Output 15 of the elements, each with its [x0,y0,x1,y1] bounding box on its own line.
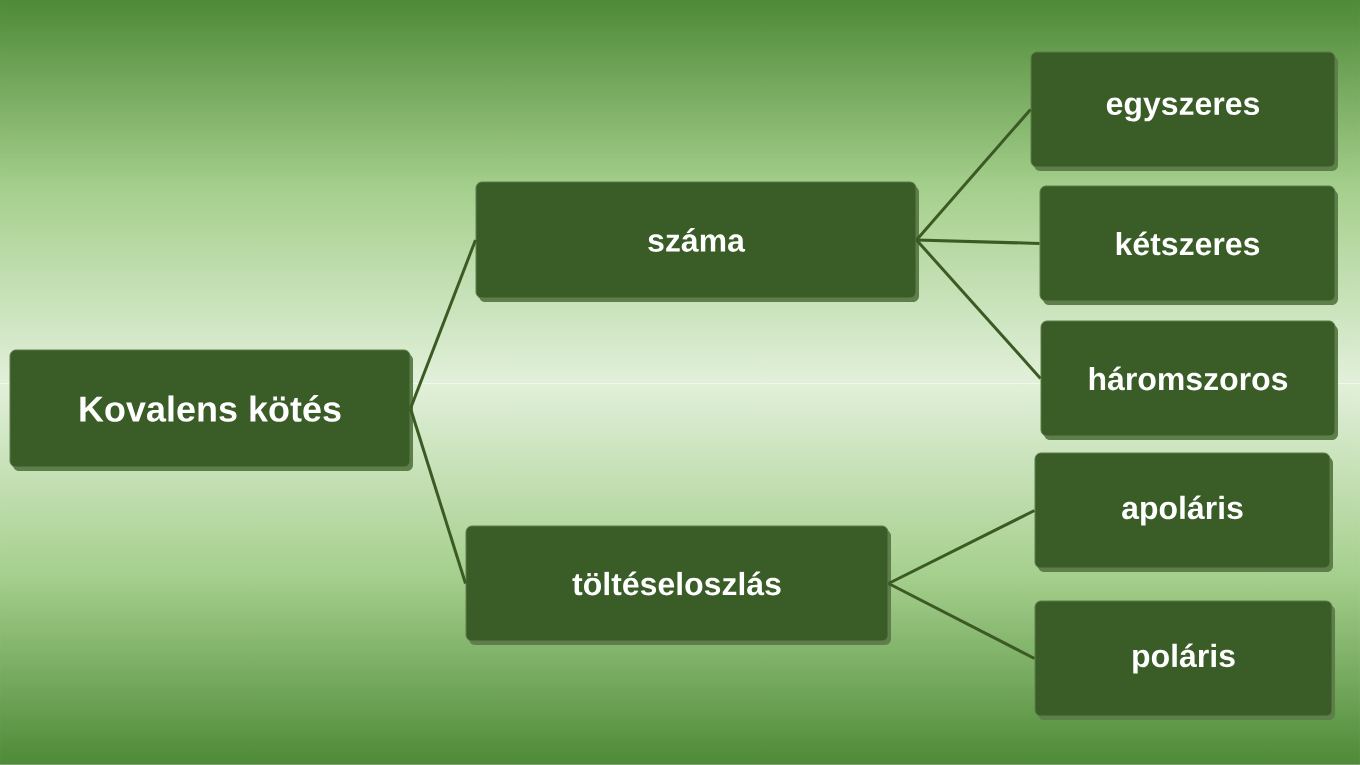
connector-line [915,239,1042,380]
process-box: egyszeres [1030,51,1338,171]
process-box: Kovalens kötés [9,349,413,471]
connector-line [887,509,1036,585]
process-box: apoláris [1034,452,1333,572]
connector-line [915,108,1032,241]
connector-line [409,408,467,584]
process-box: száma [475,181,919,302]
connector-line [887,582,1036,660]
process-box: poláris [1034,600,1335,720]
connector-line [916,238,1040,245]
process-box: háromszoros [1040,320,1338,440]
process-box: kétszeres [1039,185,1338,305]
process-box: töltéseloszlás [465,525,891,645]
connector-line [409,239,477,410]
